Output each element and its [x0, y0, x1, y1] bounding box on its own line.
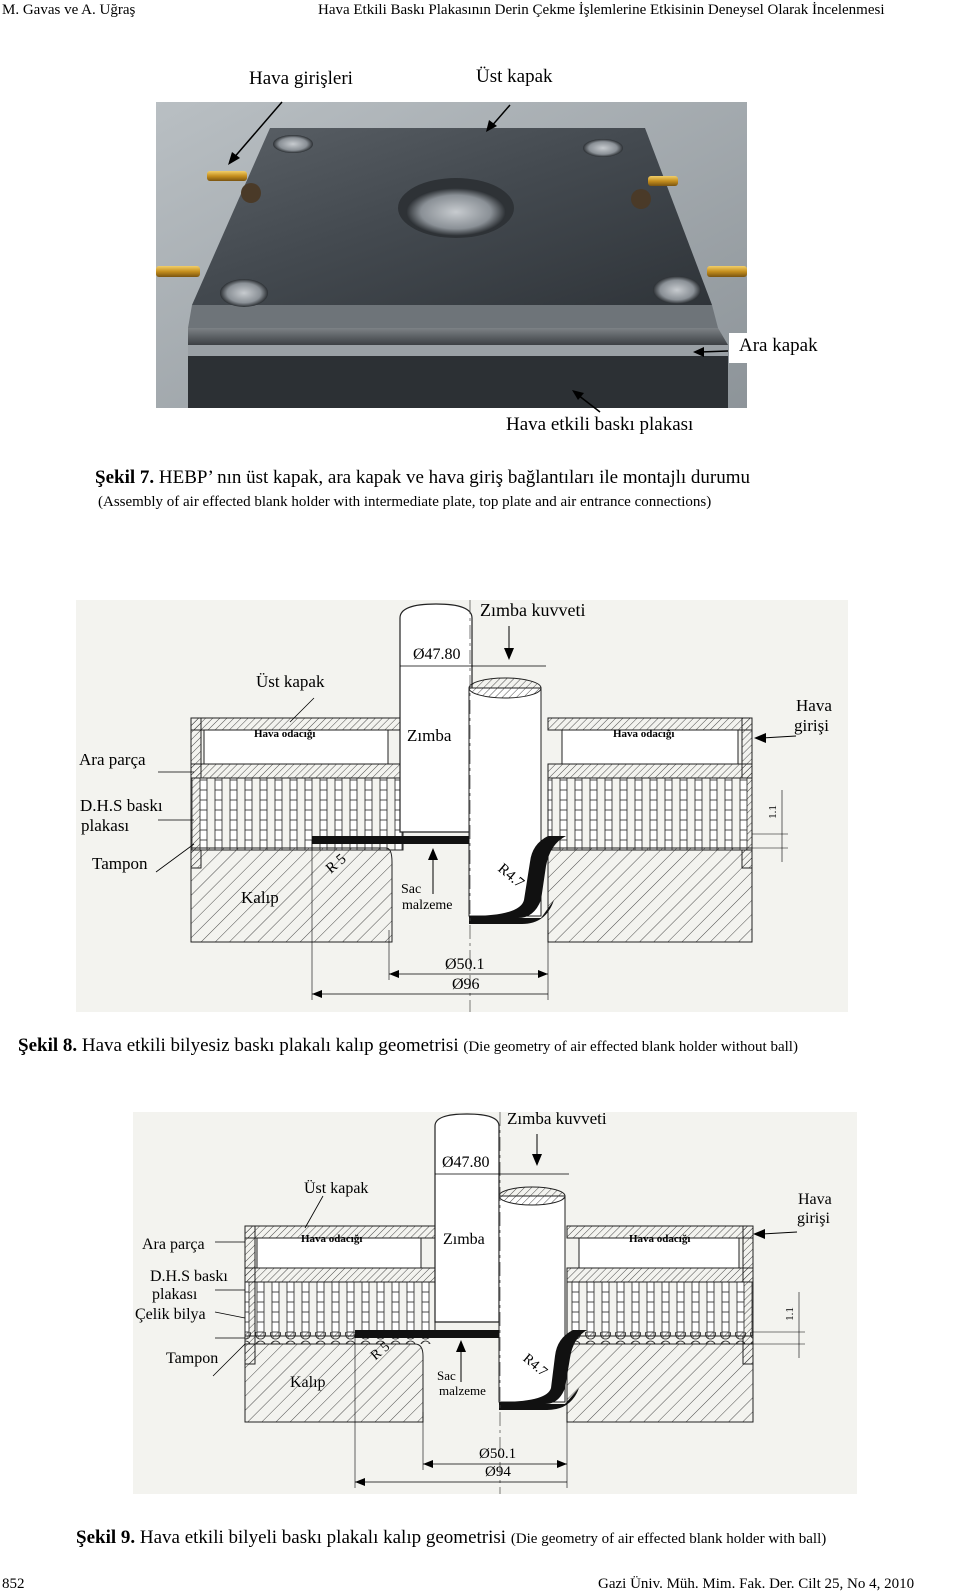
figure-8: Zımba kuvveti Ø47.80 Üst kapak Hava giri…	[76, 600, 848, 1012]
figure-7-number: Şekil 7.	[95, 467, 155, 488]
figure-7-caption-en: (Assembly of air effected blank holder w…	[98, 494, 712, 510]
fig8-gap: 1.1	[766, 805, 779, 819]
figure-8-caption: Şekil 8. Hava etkili bilyesiz baskı plak…	[18, 1035, 798, 1057]
fig9-sheet-2: malzeme	[439, 1383, 486, 1398]
footer-page-number: 852	[2, 1576, 25, 1592]
fig9-air-chamber-left: Hava odacığı	[301, 1233, 363, 1245]
fig9-punch: Zımba	[443, 1231, 485, 1248]
fig9-diam-punch: Ø47.80	[442, 1154, 490, 1171]
header-authors: M. Gavas ve A. Uğraş	[2, 2, 136, 18]
fig8-diam-outer: Ø96	[452, 976, 480, 993]
fig9-steel-ball: Çelik bilya	[135, 1306, 206, 1323]
fig8-punch: Zımba	[407, 726, 452, 745]
label-air-inlets: Hava girişleri	[249, 68, 353, 89]
figure-9: Zımba kuvveti Ø47.80 Üst kapak Hava giri…	[133, 1109, 857, 1494]
fig8-diam-punch: Ø47.80	[413, 646, 461, 663]
fig9-punch-force: Zımba kuvveti	[507, 1109, 607, 1128]
fig9-air-chamber-right: Hava odacığı	[629, 1233, 691, 1245]
fig9-dhs-2: plakası	[152, 1286, 198, 1303]
fig8-punch-force: Zımba kuvveti	[480, 600, 586, 620]
label-intermediate-cover: Ara kapak	[739, 335, 818, 356]
fig8-dhs-2: plakası	[81, 816, 130, 835]
figure-9-drawing	[212, 1112, 805, 1494]
figure-7-photo	[156, 101, 824, 413]
fig8-air-chamber-right: Hava odacığı	[613, 728, 675, 740]
fig8-diam-die: Ø50.1	[445, 956, 485, 973]
fig8-air-chamber-left: Hava odacığı	[254, 728, 316, 740]
figure-8-number: Şekil 8.	[18, 1035, 78, 1056]
figure-7: Hava girişleri Üst kapak Ara kapak Hava …	[0, 0, 960, 520]
label-blank-holder: Hava etkili baskı plakası	[506, 414, 694, 435]
footer-journal: Gazi Üniv. Müh. Mim. Fak. Der. Cilt 25, …	[598, 1576, 915, 1592]
fig8-air-inlet-1: Hava	[796, 696, 832, 715]
header-running-title: Hava Etkili Baskı Plakasının Derin Çekme…	[318, 2, 885, 18]
figure-7-caption: Şekil 7. HEBP’ nın üst kapak, ara kapak …	[95, 467, 750, 489]
figure-8-caption-text: Hava etkili bilyesiz baskı plakalı kalıp…	[81, 1035, 459, 1056]
fig9-diam-outer: Ø94	[485, 1464, 511, 1480]
figure-8-caption-en: (Die geometry of air effected blank hold…	[463, 1039, 798, 1055]
figure-9-number: Şekil 9.	[76, 1527, 136, 1548]
fig9-gap: 1.1	[783, 1307, 796, 1321]
fig9-spacer: Ara parça	[142, 1236, 205, 1253]
fig8-buffer: Tampon	[92, 854, 148, 873]
figure-9-caption: Şekil 9. Hava etkili bilyeli baskı plaka…	[76, 1527, 826, 1549]
fig9-sheet-1: Sac	[437, 1368, 456, 1383]
fig9-diam-die: Ø50.1	[479, 1446, 517, 1462]
fig9-air-inlet-1: Hava	[798, 1191, 832, 1208]
figure-7-caption-text: HEBP’ nın üst kapak, ara kapak ve hava g…	[158, 467, 751, 488]
fig9-die: Kalıp	[290, 1374, 326, 1391]
figure-9-caption-en: (Die geometry of air effected blank hold…	[510, 1531, 827, 1547]
label-top-cover: Üst kapak	[476, 66, 553, 87]
fig8-spacer: Ara parça	[79, 750, 146, 769]
fig9-top-cover: Üst kapak	[304, 1180, 369, 1197]
fig8-top-cover: Üst kapak	[256, 672, 325, 691]
fig8-sheet-2: malzeme	[402, 898, 453, 913]
fig9-dhs-1: D.H.S baskı	[150, 1268, 228, 1285]
fig9-air-inlet-2: girişi	[797, 1210, 830, 1227]
fig8-air-inlet-2: girişi	[794, 716, 829, 735]
fig8-die: Kalıp	[241, 888, 279, 907]
fig8-dhs-1: D.H.S baskı	[80, 796, 163, 815]
fig8-sheet-1: Sac	[401, 882, 422, 897]
figure-9-caption-text: Hava etkili bilyeli baskı plakalı kalıp …	[139, 1527, 507, 1548]
figure-8-drawing	[155, 600, 797, 1012]
fig9-buffer: Tampon	[166, 1350, 219, 1367]
